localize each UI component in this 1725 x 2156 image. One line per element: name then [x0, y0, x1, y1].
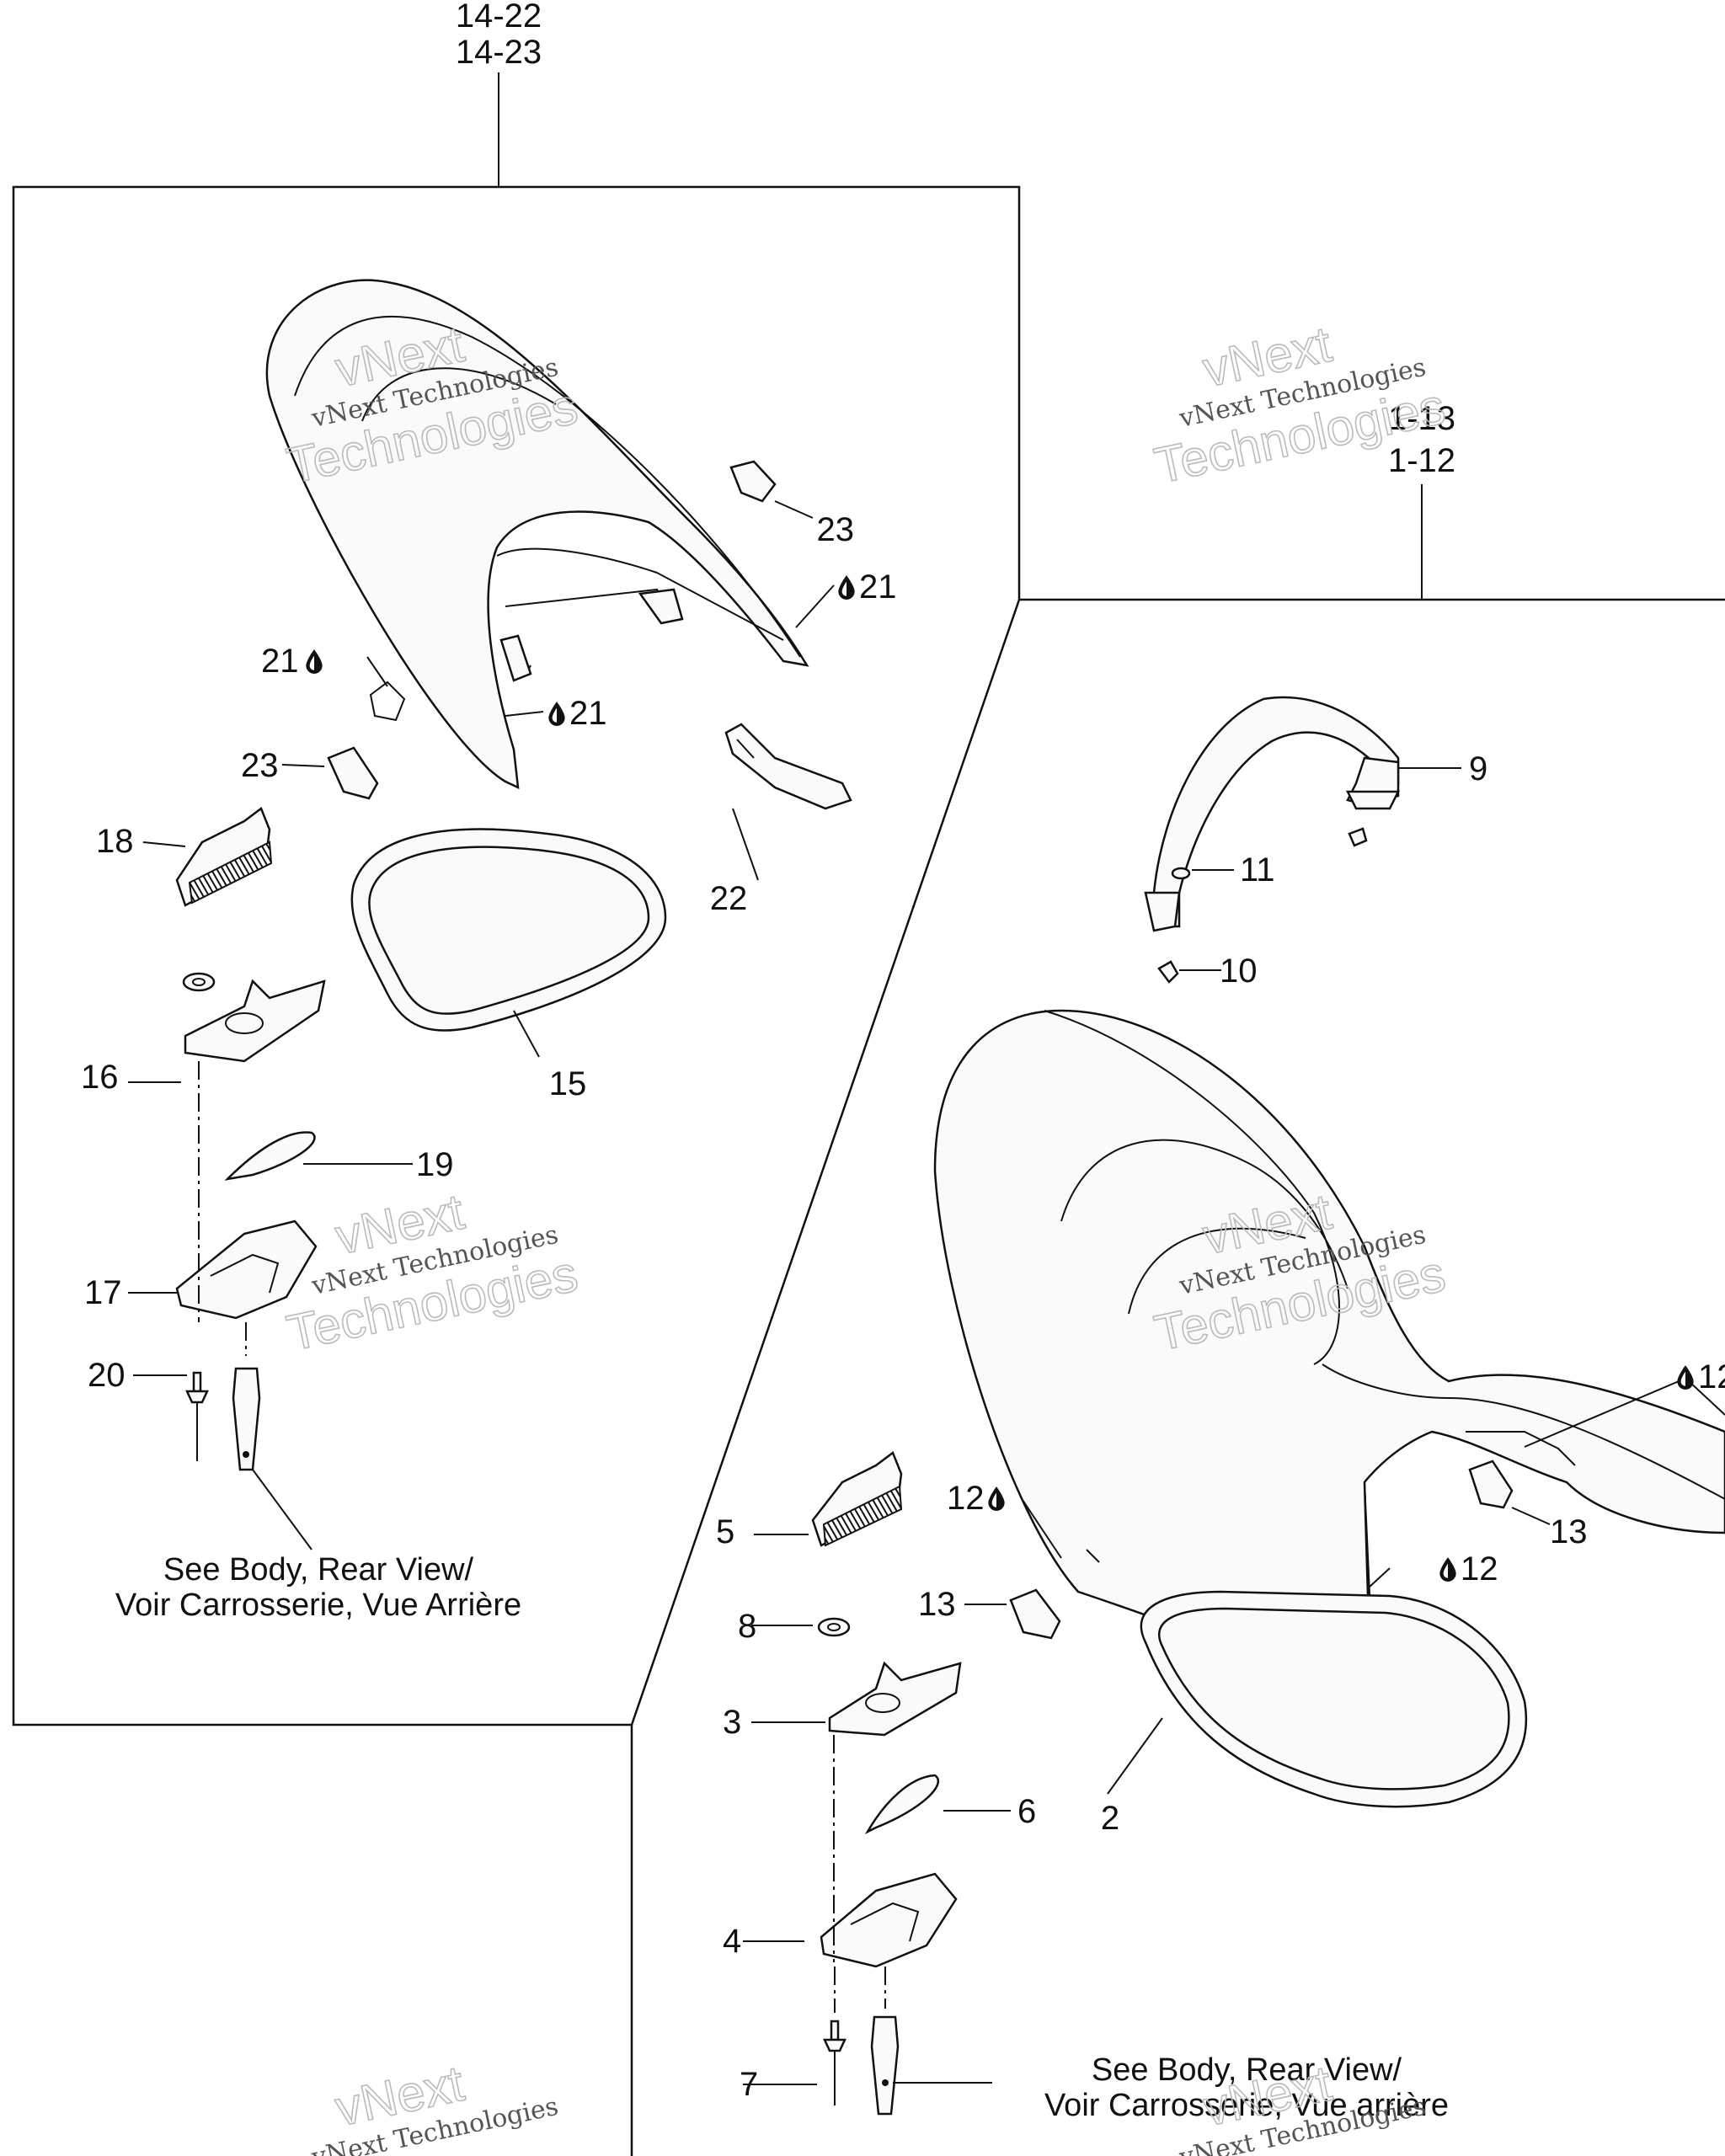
- rivet-20: [185, 1371, 209, 1461]
- drop-icon: [1677, 1365, 1694, 1390]
- callout-7: 7: [740, 2066, 758, 2103]
- retainer-6: [864, 1774, 940, 1834]
- callout-21-mid: 21: [569, 695, 607, 732]
- watermark-5: vNext vNext Technologies: [308, 2054, 561, 2156]
- strap-13-right: [1468, 1460, 1514, 1509]
- top-reference: 14-22 14-23: [456, 0, 542, 187]
- strap-13-left: [1009, 1588, 1061, 1640]
- latch-plate-16: [184, 979, 326, 1063]
- rivet-7: [823, 2020, 846, 2105]
- callout-22: 22: [710, 880, 748, 917]
- note-bottom: See Body, Rear View/ Voir Carrosserie, V…: [1044, 2052, 1449, 2123]
- note-left-line2: Voir Carrosserie, Vue Arrière: [115, 1588, 521, 1623]
- rear-strap-23-left: [327, 746, 379, 800]
- latch-base-17: [175, 1219, 318, 1320]
- stud-pin: [232, 1367, 261, 1471]
- drop-icon: [988, 1486, 1005, 1511]
- leader-lines: [128, 500, 1725, 2085]
- callout-11: 11: [1240, 851, 1275, 889]
- callout-10: 10: [1220, 953, 1258, 990]
- right-ref-b: 1-12: [1388, 442, 1455, 479]
- note-bottom-line2: Voir Carrosserie, Vue arrière: [1044, 2088, 1449, 2123]
- callout-18: 18: [96, 823, 134, 860]
- callout-19: 19: [416, 1146, 454, 1183]
- callout-9: 9: [1469, 750, 1487, 787]
- callout-2: 2: [1101, 1800, 1119, 1837]
- seal-15: [350, 828, 667, 1032]
- callout-21-top: 21: [859, 568, 897, 606]
- rear-seat-cushion: [265, 279, 809, 790]
- note-bottom-line1: See Body, Rear View/: [1092, 2052, 1402, 2088]
- note-left: See Body, Rear View/ Voir Carrosserie, V…: [115, 1552, 521, 1623]
- callout-3: 3: [723, 1704, 741, 1741]
- screw-9b: [1348, 827, 1368, 847]
- callout-17: 17: [84, 1274, 122, 1311]
- screw-10: [1157, 960, 1179, 984]
- callout-20: 20: [88, 1357, 126, 1394]
- front-seat-frame: [630, 598, 1725, 2156]
- grab-handle-9: [1144, 696, 1401, 932]
- latch-18: [175, 807, 273, 907]
- drop-icon: [548, 702, 565, 726]
- callout-12-mid: 12: [1461, 1550, 1498, 1588]
- callout-8: 8: [738, 1608, 756, 1645]
- drop-icon: [1439, 1557, 1456, 1582]
- latch-5: [811, 1451, 903, 1547]
- right-ref-a: 1-13: [1388, 400, 1455, 437]
- drop-icon: [306, 649, 323, 674]
- note-left-line1: See Body, Rear View/: [163, 1552, 474, 1588]
- callout-21-left: 21: [261, 643, 299, 680]
- callout-23-left: 23: [241, 747, 279, 784]
- callout-13-right: 13: [1550, 1513, 1588, 1550]
- rear-strap-23-right: [729, 460, 777, 503]
- washer-8: [817, 1617, 851, 1637]
- seal-2: [1140, 1590, 1528, 1808]
- callout-12-right: 12: [1698, 1358, 1725, 1396]
- stud-pin-front: [870, 2015, 900, 2116]
- washer-16: [182, 972, 216, 992]
- grab-strap-22: [724, 723, 852, 810]
- callouts: 23 21 21 21 23 22 18 15 16 19 17 20 9 11…: [81, 511, 1725, 2103]
- right-reference: 1-13 1-12: [1388, 400, 1455, 600]
- retainer-19: [224, 1131, 316, 1181]
- callout-23-right: 23: [817, 511, 855, 548]
- top-ref-a: 14-22: [456, 0, 542, 35]
- rear-seat-frame: [12, 185, 1021, 1726]
- callout-12-left: 12: [947, 1480, 985, 1517]
- callout-5: 5: [716, 1513, 734, 1550]
- callout-4: 4: [723, 1923, 741, 1960]
- drop-icon: [838, 575, 855, 600]
- callout-6: 6: [1017, 1793, 1036, 1830]
- callout-13-left: 13: [918, 1586, 956, 1623]
- callout-16: 16: [81, 1059, 119, 1096]
- latch-base-4: [820, 1872, 958, 1968]
- nut-11: [1171, 867, 1191, 880]
- watermark-3: vNext vNext Technologies Technologies: [281, 1182, 583, 1363]
- top-ref-b: 14-23: [456, 34, 542, 71]
- latch-plate-3: [828, 1661, 962, 1737]
- front-seat-cushion: [933, 1009, 1725, 1686]
- callout-15: 15: [549, 1065, 587, 1102]
